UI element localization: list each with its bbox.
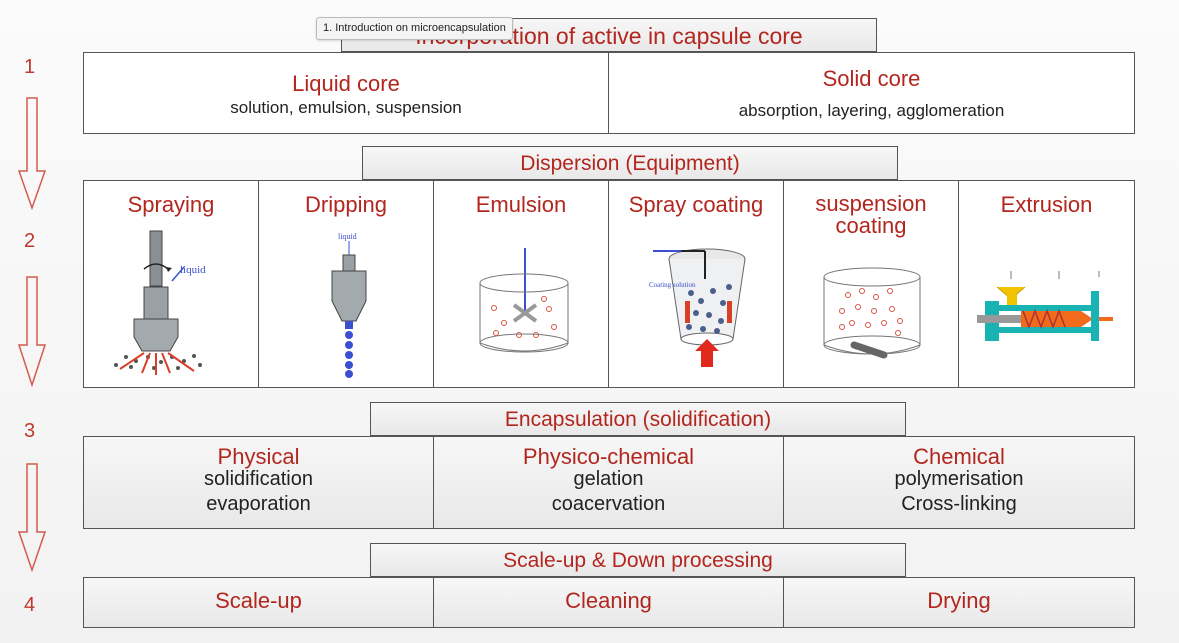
liquid-core-subtitle: solution, emulsion, suspension [230, 98, 462, 117]
incorporation-row: Liquid core solution, emulsion, suspensi… [83, 52, 1135, 134]
physical-line-2: evaporation [206, 493, 311, 515]
scale-up-title: Scale-up [215, 588, 302, 613]
suspension-coating-cell: suspension coating [784, 181, 959, 387]
down-arrow-2 [18, 276, 47, 388]
chemical-cell: Chemical polymerisation Cross-linking [784, 437, 1134, 528]
solid-core-title: Solid core [822, 66, 921, 91]
chapter-tooltip: 1. Introduction on microencapsulation [316, 17, 513, 40]
physico-chemical-title: Physico-chemical [522, 444, 695, 469]
physico-chemical-cell: Physico-chemical gelation coacervation [434, 437, 784, 528]
svg-text:liquid: liquid [180, 264, 206, 276]
liquid-core-title: Liquid core [292, 71, 400, 96]
spraying-nozzle-icon: liquid [114, 230, 206, 375]
scale-up-cell: Scale-up [84, 578, 434, 627]
dripping-cell: Dripping liquid [259, 181, 434, 387]
spray-coating-title: Spray coating [628, 192, 764, 217]
spraying-cell: Spraying liquid [84, 181, 259, 387]
chemical-line-1: polymerisation [894, 468, 1024, 490]
step-number-3: 3 [24, 420, 36, 442]
extrusion-title: Extrusion [1000, 192, 1093, 217]
emulsion-cell: Emulsion [434, 181, 609, 387]
encapsulation-header: Encapsulation (solidification) [370, 402, 906, 436]
extrusion-cell: Extrusion [959, 181, 1134, 387]
cleaning-title: Cleaning [565, 588, 652, 613]
physico-chemical-line-1: gelation [573, 468, 644, 490]
chemical-title: Chemical [913, 444, 1005, 469]
step-number-4: 4 [24, 594, 36, 616]
chemical-line-2: Cross-linking [901, 493, 1017, 515]
suspension-coating-title: suspension coating [815, 191, 927, 238]
scaleup-header: Scale-up & Down processing [370, 543, 906, 577]
scaleup-row: Scale-up Cleaning Drying [83, 577, 1135, 628]
step-number-2: 2 [24, 230, 36, 252]
dripping-title: Dripping [305, 192, 387, 217]
suspension-coating-icon [823, 267, 921, 359]
solid-core-cell: Solid core absorption, layering, agglome… [609, 53, 1134, 133]
emulsion-stirrer-icon [479, 248, 569, 353]
solid-core-subtitle: absorption, layering, agglomeration [738, 101, 1005, 120]
physical-title: Physical [217, 444, 300, 469]
liquid-core-cell: Liquid core solution, emulsion, suspensi… [84, 53, 609, 133]
down-arrow-1 [18, 97, 47, 211]
emulsion-title: Emulsion [475, 192, 567, 217]
dripping-nozzle-icon: liquid [331, 232, 367, 378]
dispersion-header: Dispersion (Equipment) [362, 146, 898, 180]
physical-line-1: solidification [204, 468, 313, 490]
drying-title: Drying [927, 588, 991, 613]
spray-coating-cell: Spray coating Coating solution [609, 181, 784, 387]
spray-coating-icon: Coating solution [649, 248, 746, 367]
cleaning-cell: Cleaning [434, 578, 784, 627]
svg-text:liquid: liquid [338, 232, 357, 241]
physical-cell: Physical solidification evaporation [84, 437, 434, 528]
dispersion-row: Spraying liquid Dripping li [83, 180, 1135, 388]
encapsulation-row: Physical solidification evaporation Phys… [83, 436, 1135, 529]
svg-text:Coating solution: Coating solution [649, 281, 696, 289]
extruder-icon [977, 271, 1113, 341]
drying-cell: Drying [784, 578, 1134, 627]
spraying-title: Spraying [127, 192, 215, 217]
physico-chemical-line-2: coacervation [551, 493, 666, 515]
step-number-1: 1 [24, 56, 36, 78]
down-arrow-3 [18, 463, 47, 573]
